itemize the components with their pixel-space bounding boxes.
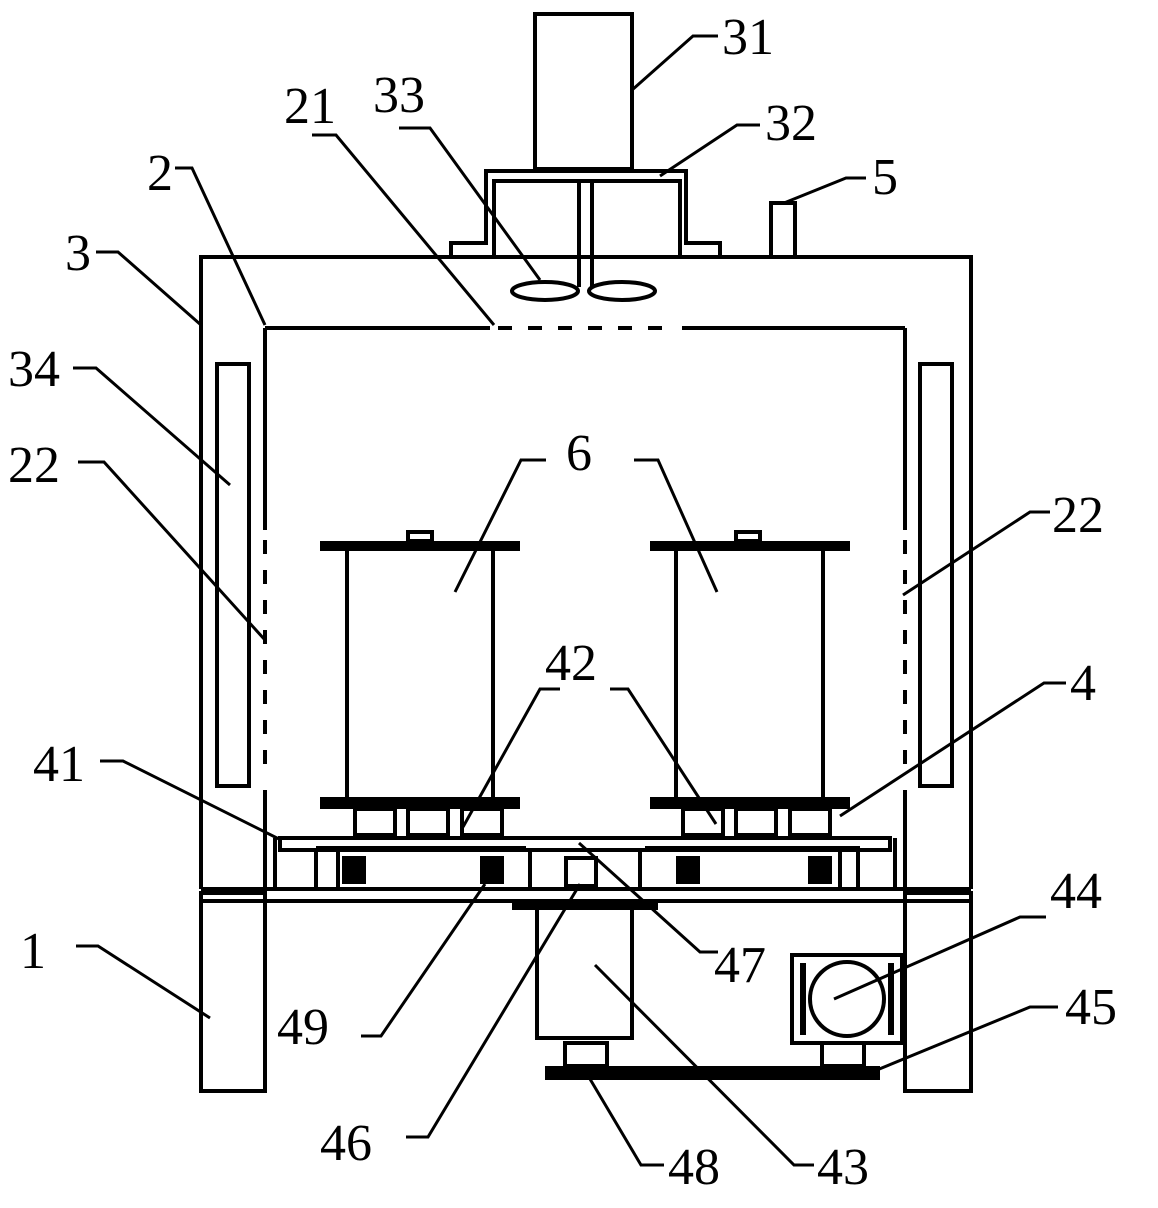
label-32: 32 [765, 95, 817, 152]
reference-labels: 31 21 33 32 2 5 3 34 22 6 22 42 4 41 44 … [8, 9, 1117, 1196]
drive-motor [790, 953, 904, 1045]
inner-chamber [263, 326, 907, 889]
label-33: 33 [373, 67, 425, 124]
label-48: 48 [668, 1139, 720, 1196]
label-45: 45 [1065, 979, 1117, 1036]
drive-belt [545, 1041, 880, 1080]
label-42: 42 [545, 635, 597, 692]
leader-lines [73, 34, 1066, 1167]
label-41: 41 [33, 736, 85, 793]
label-6: 6 [566, 425, 592, 482]
label-5: 5 [872, 149, 898, 206]
heater-right [918, 362, 954, 788]
label-43: 43 [817, 1139, 869, 1196]
motor-mount [449, 169, 722, 287]
exhaust-port [769, 201, 797, 259]
container-left [320, 530, 520, 809]
label-3: 3 [65, 225, 91, 282]
label-22-left: 22 [8, 437, 60, 494]
label-34: 34 [8, 341, 60, 398]
outer-housing [199, 255, 973, 889]
label-44: 44 [1050, 863, 1102, 920]
label-31: 31 [722, 9, 774, 66]
bearings-49 [342, 856, 832, 884]
label-1: 1 [20, 923, 46, 980]
drive-shaft-housing [512, 902, 658, 1040]
label-2: 2 [147, 145, 173, 202]
label-47: 47 [714, 937, 766, 994]
gear-seats [353, 807, 832, 837]
label-46: 46 [320, 1115, 372, 1172]
label-4: 4 [1070, 655, 1096, 712]
fan-impeller [510, 280, 657, 302]
top-motor [533, 12, 634, 171]
label-49: 49 [277, 999, 329, 1056]
label-21: 21 [284, 78, 336, 135]
center-gear [564, 856, 598, 888]
rotating-base [273, 836, 897, 891]
label-22-right: 22 [1052, 487, 1104, 544]
heater-left [215, 362, 251, 788]
